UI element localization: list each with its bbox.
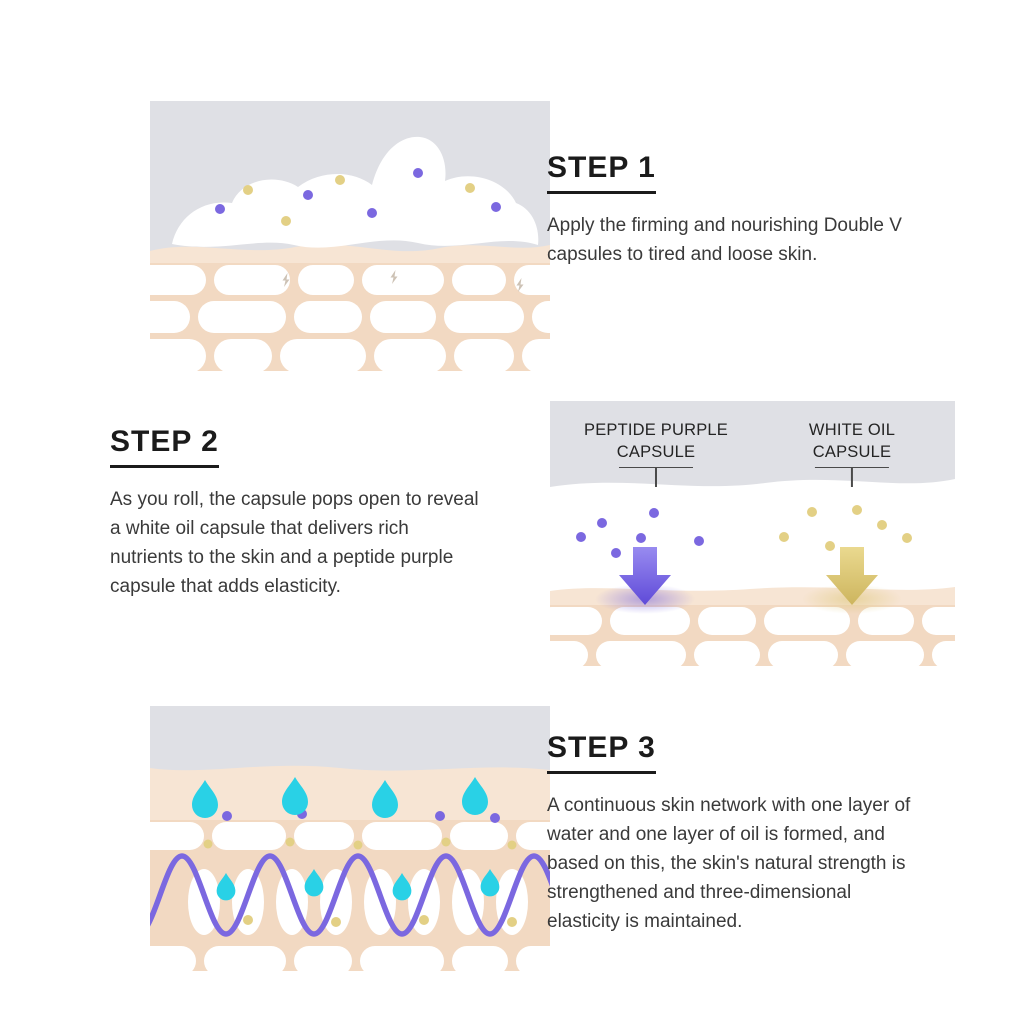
step1-illustration	[150, 101, 550, 371]
oil-capsule-label: WHITE OIL CAPSULE	[809, 419, 895, 487]
step1-figure-svg	[150, 101, 550, 371]
step3-title: STEP 3	[547, 730, 656, 774]
oil-label-line1: WHITE OIL	[808, 421, 896, 439]
step3-illustration	[150, 706, 550, 971]
oil-label-underline	[814, 466, 889, 468]
step3-figure-svg	[150, 706, 550, 971]
peptide-capsule-dots	[222, 809, 500, 823]
purple-down-arrow-icon	[619, 547, 671, 605]
skin-cell-rows	[550, 607, 955, 666]
step1-title: STEP 1	[547, 150, 656, 194]
step2-title: STEP 2	[110, 424, 219, 468]
oil-capsule-dots	[779, 505, 912, 551]
peptide-capsule-dots	[576, 508, 704, 558]
peptide-label-underline	[618, 466, 693, 468]
peptide-label-line2: CAPSULE	[616, 443, 696, 462]
cream-blob	[172, 136, 539, 248]
tired-skin-bolt-icons	[282, 270, 524, 292]
step3-text-block: STEP 3 A continuous skin network with on…	[547, 730, 925, 936]
step3-description: A continuous skin network with one layer…	[547, 795, 911, 932]
step2-illustration: PEPTIDE PURPLE CAPSULE WHITE OIL CAPSULE	[550, 401, 955, 666]
yellow-down-arrow-icon	[826, 547, 878, 605]
oil-capsule-dots	[203, 837, 517, 850]
oil-dots-in-cells	[243, 915, 517, 927]
sky-background	[550, 401, 955, 487]
peptide-label-pointer-line	[655, 467, 657, 487]
step2-figure-svg	[550, 401, 955, 666]
step1-description: Apply the firming and nourishing Double …	[547, 215, 902, 265]
elasticity-network-wave	[150, 853, 550, 937]
oil-label-pointer-line	[851, 467, 853, 487]
step1-text-block: STEP 1 Apply the firming and nourishing …	[547, 150, 947, 270]
step2-text-block: STEP 2 As you roll, the capsule pops ope…	[110, 424, 480, 602]
peptide-capsule-dots	[215, 168, 501, 218]
peptide-label-line1: PEPTIDE PURPLE	[583, 421, 729, 439]
skin-cells-bottom-row	[150, 946, 550, 971]
skin-cell-rows	[150, 265, 550, 371]
peptide-capsule-label: PEPTIDE PURPLE CAPSULE	[584, 419, 728, 487]
oil-label-line2: CAPSULE	[812, 443, 892, 462]
step2-description: As you roll, the capsule pops open to re…	[110, 489, 479, 597]
skin-cells-top-row	[150, 822, 550, 850]
oil-capsule-dots	[243, 175, 475, 226]
